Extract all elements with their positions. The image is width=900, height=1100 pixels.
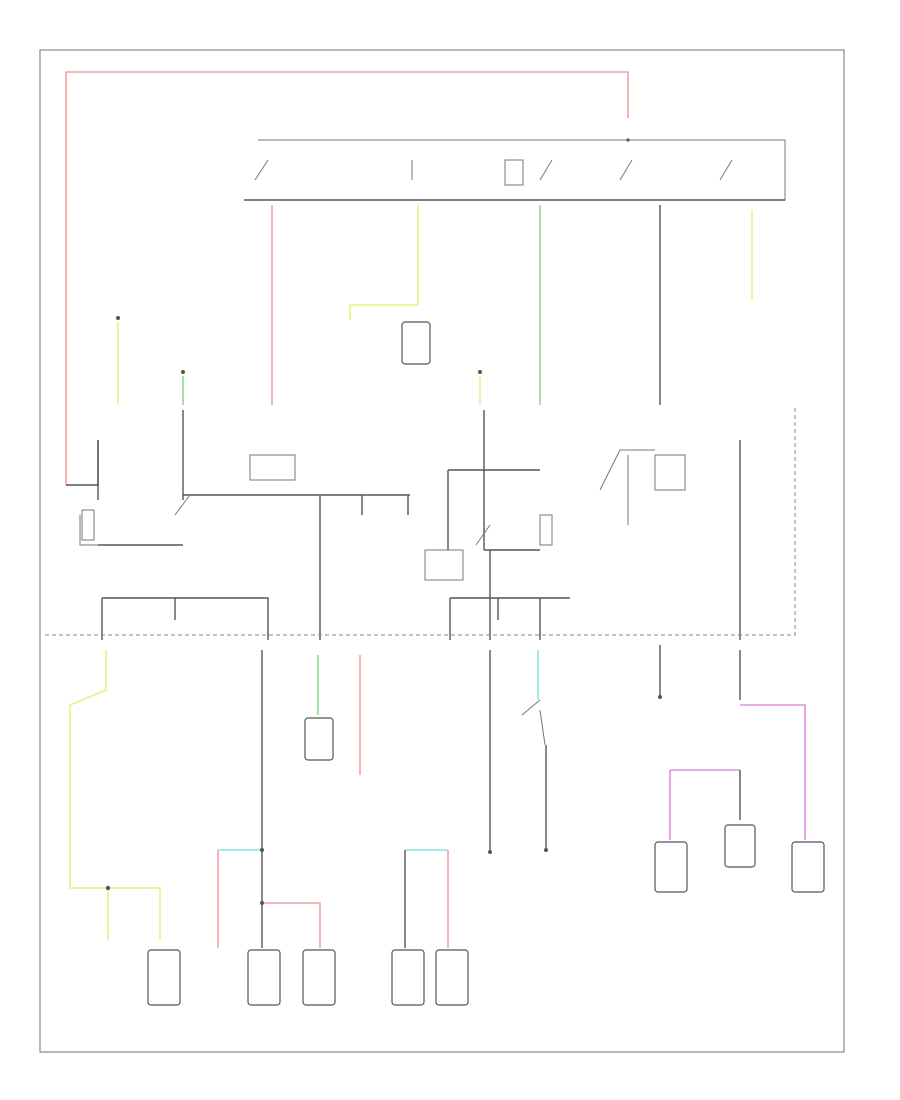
wire-magenta-1 — [740, 704, 806, 840]
connector-c2 — [304, 717, 334, 761]
wire-red-3 — [262, 902, 321, 948]
ignition-switch — [244, 138, 786, 201]
wire-yellow-5 — [69, 650, 161, 940]
bus-bar-right — [449, 597, 570, 640]
harness-boundary — [45, 408, 796, 636]
bus-bar-left — [101, 597, 269, 640]
battery-feed-wire-red — [65, 71, 629, 485]
diagram-frame — [39, 49, 845, 1053]
connector-c1 — [401, 321, 431, 365]
wire-yellow-1 — [349, 205, 419, 320]
relay-block — [66, 410, 741, 640]
fuse-box-label — [249, 454, 296, 481]
bottom-connectors — [147, 824, 825, 1006]
